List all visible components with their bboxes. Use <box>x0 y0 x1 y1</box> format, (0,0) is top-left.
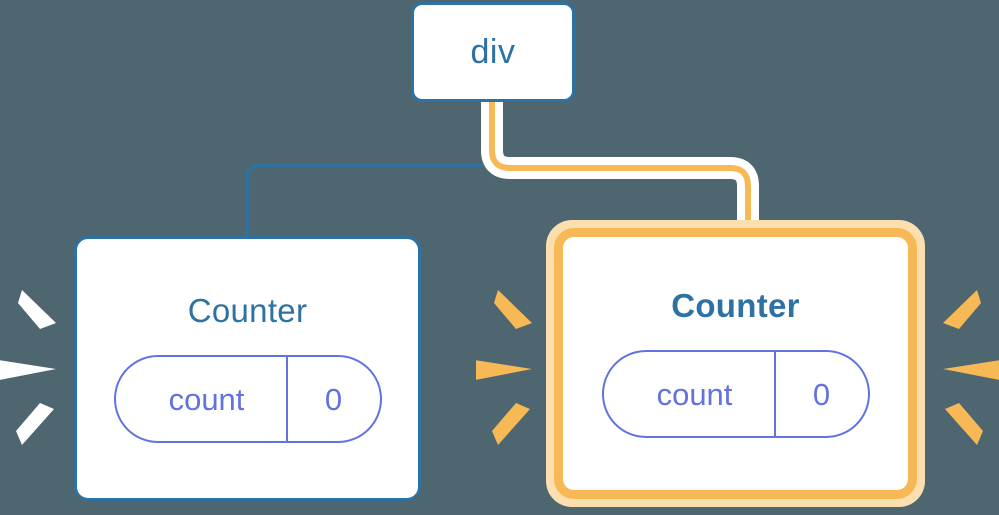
spark-burst-orange-right <box>943 290 999 445</box>
node-counter-right-highlight-ring: Counter count 0 <box>554 228 917 499</box>
state-value-left: 0 <box>285 357 380 441</box>
state-key-left: count <box>168 381 245 417</box>
node-counter-right-label: Counter <box>671 287 800 324</box>
state-value-right: 0 <box>773 352 868 436</box>
spark-shard-icon <box>945 403 983 445</box>
node-counter-left[interactable]: Counter count 0 <box>74 236 421 501</box>
state-key-right: count <box>656 376 733 412</box>
spark-shard-icon <box>494 290 532 329</box>
node-div-label: div <box>470 33 516 71</box>
node-counter-left-label: Counter <box>187 292 308 329</box>
edge-div-to-counter-left <box>245 99 494 240</box>
spark-shard-icon <box>18 290 56 329</box>
state-pill-left: count 0 <box>113 355 382 443</box>
spark-shard-icon <box>16 403 54 445</box>
spark-shard-icon <box>943 360 999 380</box>
spark-burst-orange-middle <box>476 290 532 445</box>
spark-burst-white-left <box>0 290 56 445</box>
state-pill-right: count 0 <box>601 350 870 438</box>
spark-shard-icon <box>492 403 530 445</box>
node-counter-right[interactable]: Counter count 0 <box>546 220 925 507</box>
spark-shard-icon <box>943 290 981 329</box>
spark-shard-icon <box>476 360 532 380</box>
spark-shard-icon <box>0 360 56 380</box>
node-div[interactable]: div <box>411 2 575 102</box>
